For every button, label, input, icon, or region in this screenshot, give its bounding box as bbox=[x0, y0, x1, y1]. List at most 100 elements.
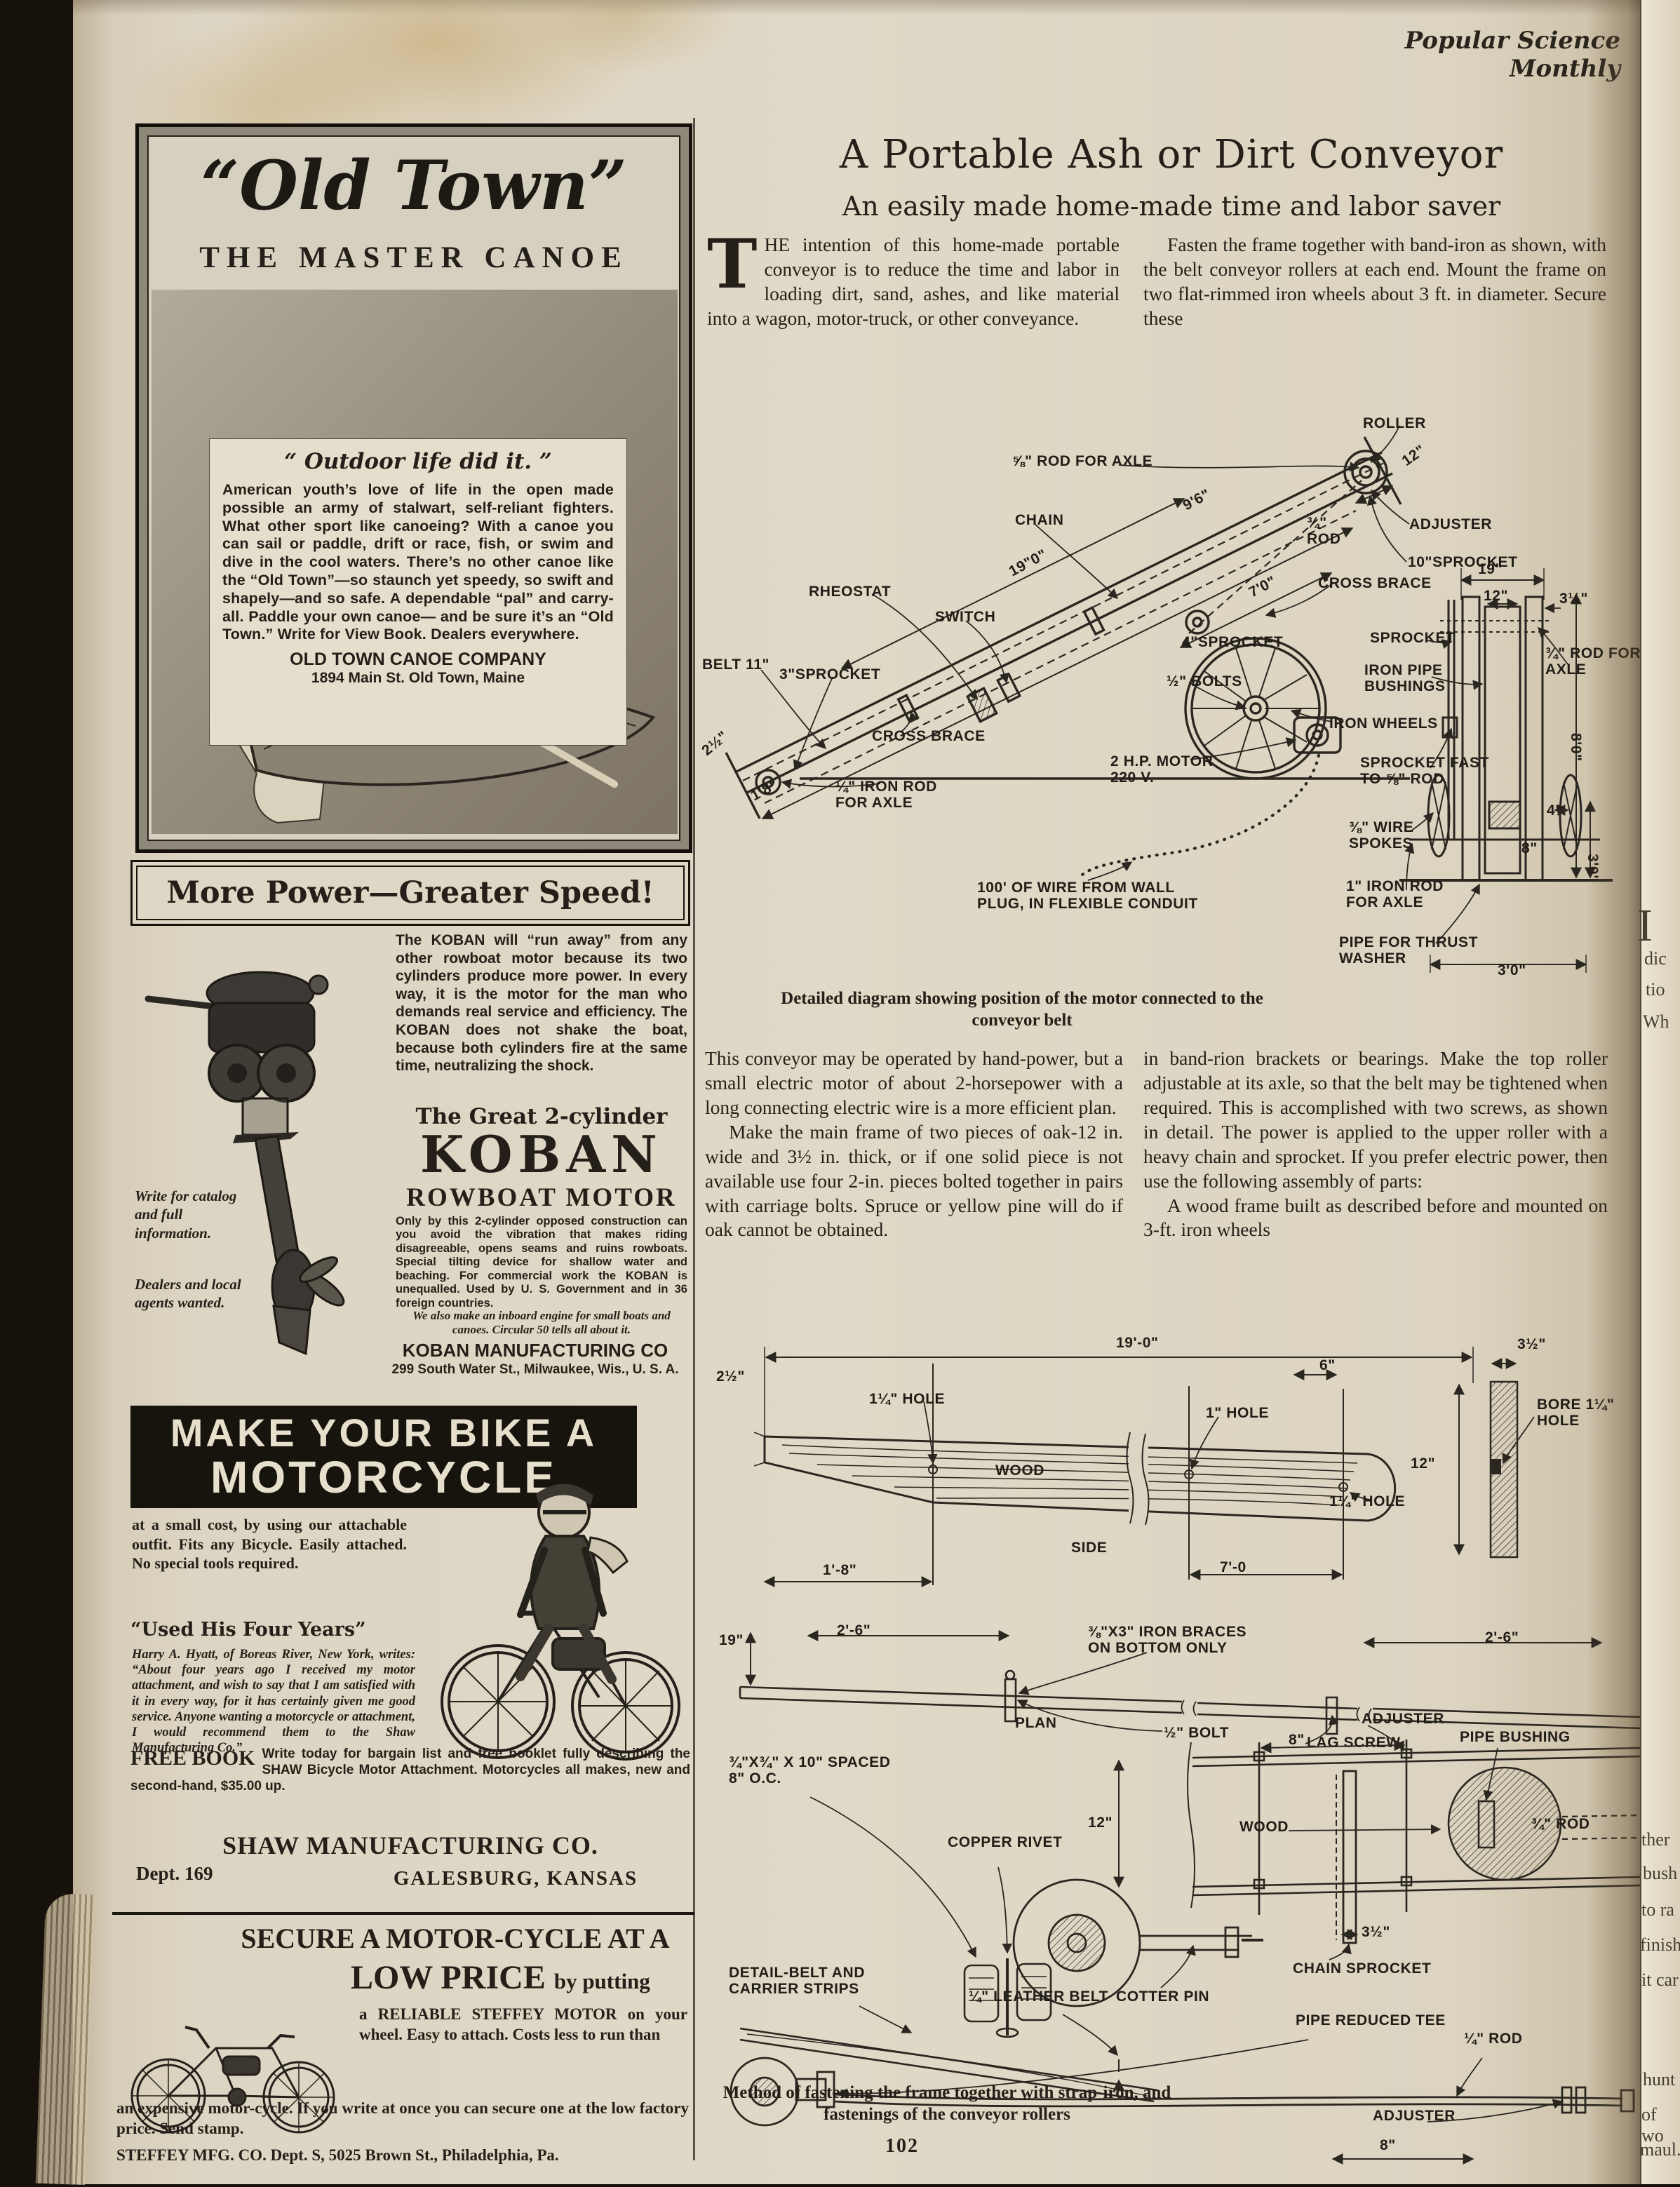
shaw-company: SHAW MANUFACTURING CO. bbox=[222, 1831, 598, 1859]
article-paragraph: This conveyor may be operated by hand-po… bbox=[705, 1047, 1123, 1118]
diagram-label: ¾" ROD bbox=[1531, 1816, 1590, 1832]
diagram-label: 1" HOLE bbox=[1206, 1405, 1270, 1421]
shaw-city: GALESBURG, KANSAS bbox=[393, 1867, 638, 1890]
koban-ad-smallprint: Only by this 2-cylinder opposed construc… bbox=[396, 1215, 687, 1310]
koban-company: KOBAN MANUFACTURING CO bbox=[402, 1340, 668, 1361]
koban-ad-note: We also make an inboard engine for small… bbox=[412, 1309, 671, 1337]
diagram-label: COTTER PIN bbox=[1116, 1989, 1210, 2005]
steffey-headline-1: SECURE A MOTOR-CYCLE AT A bbox=[241, 1923, 670, 1954]
diagram-label: CROSS BRACE bbox=[872, 728, 986, 744]
diagram-label: CHAIN SPROCKET bbox=[1293, 1960, 1432, 1977]
steffey-body-right: a RELIABLE STEFFEY MOTOR on your wheel. … bbox=[359, 2005, 687, 2043]
page-number: 102 bbox=[885, 2135, 919, 2157]
diagram-label: SIDE bbox=[1071, 1540, 1108, 1556]
shaw-testimonial: Harry A. Hyatt, of Boreas River, New Yor… bbox=[132, 1648, 415, 1756]
old-town-ad-subtitle: THE MASTER CANOE bbox=[199, 241, 629, 274]
diagram-label: 100' OF WIRE FROM WALL PLUG, IN FLEXIBLE… bbox=[977, 880, 1198, 912]
shaw-testimonial-heading: “Used His Four Years” bbox=[130, 1619, 366, 1641]
shaw-banner-line1: MAKE YOUR BIKE A bbox=[170, 1411, 598, 1455]
shaw-ad-body: at a small cost, by using our attachable… bbox=[132, 1516, 407, 1572]
steffey-company-line: STEFFEY MFG. CO. Dept. S, 5025 Brown St.… bbox=[116, 2146, 559, 2164]
steffey-low-price: LOW PRICE bbox=[351, 1959, 546, 1996]
diagram-label: ⅜" WIRE SPOKES bbox=[1349, 819, 1414, 852]
old-town-ad-frame: “Old Town” THE MASTER CANOE “ Outdoor li… bbox=[147, 135, 680, 841]
koban-margin-note-1: Write for catalog and full information. bbox=[135, 1187, 237, 1241]
diagram-label: 19'-0" bbox=[1116, 1335, 1159, 1351]
article-paragraph: HE intention of this home-made portable … bbox=[707, 234, 1120, 329]
diagram-label: 12" bbox=[1411, 1455, 1436, 1472]
diagram-label: 1" IRON ROD FOR AXLE bbox=[1346, 878, 1444, 910]
boy-on-motorbike-photo bbox=[441, 1483, 680, 1761]
diagram-label: 2'-6" bbox=[1485, 1629, 1519, 1646]
diagram-label: CROSS BRACE bbox=[1318, 575, 1432, 591]
diagram-label: 12" bbox=[1484, 588, 1509, 604]
diagram-label: ¼" IRON ROD FOR AXLE bbox=[835, 779, 937, 811]
article-subtitle: An easily made home-made time and labor … bbox=[842, 191, 1501, 222]
conveyor-assembly-diagram: ROLLER 12" ADJUSTER 10"SPROCKET ⅝" ROD FOR A… bbox=[698, 389, 1680, 985]
diagram3-caption: Method of fastening the frame together w… bbox=[723, 2083, 1171, 2125]
article-paragraph: Make the main frame of two pieces of oak… bbox=[705, 1120, 1123, 1241]
diagram-label: ⅜"X3" IRON BRACES ON BOTTOM ONLY bbox=[1088, 1624, 1247, 1656]
diagram-label: 1¼" HOLE bbox=[1329, 1493, 1406, 1509]
diagram-label: 6" bbox=[1319, 1357, 1336, 1373]
diagram-label: ¾"X¾" X 10" SPACED 8" O.C. bbox=[729, 1754, 891, 1786]
column-rule bbox=[693, 118, 695, 2160]
page-curve-shadow bbox=[1587, 0, 1641, 2184]
shaw-banner-line2: MOTORCYCLE bbox=[210, 1451, 557, 1502]
steffey-headline-2: LOW PRICE by putting bbox=[351, 1958, 694, 1997]
diagram-label: ADJUSTER bbox=[1409, 516, 1492, 532]
diagram-label: SWITCH bbox=[935, 609, 996, 625]
diagram-label: 2 H.P. MOTOR 220 V. bbox=[1110, 753, 1214, 786]
diagram-label: IRON WHEELS bbox=[1329, 715, 1438, 732]
diagram-label: ADJUSTER bbox=[1362, 1711, 1444, 1727]
old-town-ad-title: “Old Town” bbox=[201, 146, 627, 225]
diagram-label: ¼" LEATHER BELT bbox=[969, 1989, 1109, 2005]
diagram-label: 1¼" HOLE bbox=[869, 1391, 946, 1407]
koban-ad-banner: More Power—Greater Speed! bbox=[130, 860, 690, 926]
diagram-label: ¾" ROD bbox=[1307, 515, 1341, 547]
article-column-2: Fasten the frame together with band-iron… bbox=[1143, 233, 1606, 331]
article-paragraph: A wood frame built as described before a… bbox=[1143, 1194, 1608, 1241]
diagram-label: 12" bbox=[1088, 1815, 1113, 1831]
diagram-label: IRON PIPE BUSHINGS bbox=[1364, 662, 1446, 694]
steffey-motorcycle-image bbox=[130, 2026, 335, 2134]
koban-ad-name: KOBAN bbox=[420, 1124, 663, 1184]
koban-ad-line: The Great 2-cylinder bbox=[415, 1104, 668, 1129]
steffey-by-putting: by putting bbox=[553, 1969, 650, 1993]
diagram-label: ROLLER bbox=[1363, 415, 1426, 431]
shaw-bicycle-motor-ad: at a small cost, by using our attachable… bbox=[130, 1514, 690, 1908]
old-town-canoe-ad: “Old Town” THE MASTER CANOE “ Outdoor li… bbox=[135, 123, 692, 853]
diagram-label: 2'-6" bbox=[837, 1622, 871, 1638]
diagram-label: DETAIL-BELT AND CARRIER STRIPS bbox=[729, 1965, 866, 1997]
old-town-ad-body: American youth’s love of life in the ope… bbox=[222, 481, 614, 643]
diagram-label: PLAN bbox=[1015, 1715, 1057, 1731]
koban-address: 299 South Water St., Milwaukee, Wis., U.… bbox=[391, 1362, 679, 1377]
old-town-ad-quote: “ Outdoor life did it. ” bbox=[284, 449, 552, 474]
diagram-label: 3½" bbox=[1362, 1924, 1390, 1940]
article-column-3: This conveyor may be operated by hand-po… bbox=[705, 1047, 1123, 1242]
next-page-edge bbox=[1640, 0, 1680, 2184]
diagram-label: SPROCKET bbox=[1370, 630, 1456, 646]
diagram-label: 4"SPROCKET bbox=[1182, 634, 1284, 650]
diagram-label: ⅝" ROD FOR AXLE bbox=[1012, 453, 1153, 469]
shaw-dept: Dept. 169 bbox=[136, 1863, 213, 1884]
diagram-label: 1'-8" bbox=[823, 1562, 857, 1578]
diagram-label: 8'0" bbox=[1568, 733, 1584, 762]
diagram-label: 3½" bbox=[1559, 591, 1588, 607]
diagram-label: 2½" bbox=[716, 1368, 745, 1385]
steffey-motor-ad: SECURE A MOTOR-CYCLE AT A LOW PRICE by p… bbox=[112, 1912, 694, 2187]
diagram-label: PIPE BUSHING bbox=[1460, 1729, 1571, 1745]
old-town-company: OLD TOWN CANOE COMPANY bbox=[290, 650, 546, 670]
old-town-ad-text-panel: “ Outdoor life did it. ” American youth’… bbox=[209, 438, 627, 746]
diagram-label: WOOD bbox=[1239, 1819, 1289, 1835]
book-spine-edge bbox=[0, 0, 73, 2184]
koban-ad-intro: The KOBAN will “run away” from any other… bbox=[396, 932, 687, 1075]
article-paragraph: in band-rion brackets or bearings. Make … bbox=[1143, 1047, 1608, 1192]
diagram-label: 8" bbox=[1289, 1732, 1305, 1748]
diagram-label: 10"SPROCKET bbox=[1408, 554, 1518, 570]
diagram-label: 19" bbox=[719, 1632, 744, 1648]
diagram-label: 19" bbox=[1478, 561, 1503, 577]
